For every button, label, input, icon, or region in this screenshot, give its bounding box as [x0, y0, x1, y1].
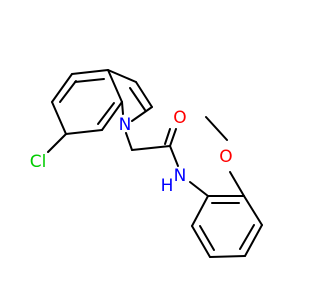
bond [107, 69, 123, 103]
bond [131, 106, 153, 122]
bond [51, 73, 73, 103]
bond [121, 101, 124, 115]
benzo-ring [51, 69, 123, 135]
bond [209, 255, 246, 258]
bond [169, 128, 177, 147]
acetamide-linker [125, 128, 179, 167]
methoxyphenyl-ring [191, 195, 263, 258]
pyrrole-ring [107, 69, 153, 122]
bond [169, 145, 179, 167]
carbonyl-oxygen-label: O [173, 108, 186, 128]
bond [191, 225, 211, 258]
indole-nitrogen-label: N [119, 115, 132, 135]
bond [125, 132, 133, 151]
amide-hydrogen-label: H [161, 176, 174, 196]
chlorine-atom-label: Cl [30, 152, 47, 172]
bond [97, 102, 115, 125]
amide-nitrogen-label: N [174, 166, 187, 186]
bond [164, 128, 171, 145]
molecule-canvas: Cl N O N H O [30, 69, 263, 258]
bond [191, 195, 209, 227]
bond [51, 101, 67, 135]
bond [59, 80, 77, 103]
bond [244, 224, 263, 257]
structure-diagram: Cl N O N H O [30, 69, 263, 258]
bond [239, 224, 255, 250]
bond [243, 195, 263, 226]
bond [131, 145, 171, 151]
bond [71, 69, 109, 75]
bond [129, 87, 146, 111]
bond [199, 225, 215, 251]
bond [65, 129, 103, 135]
bond [189, 181, 209, 197]
bond [101, 101, 123, 131]
methoxy-oxygen-label: O [219, 147, 232, 167]
bond [229, 171, 245, 197]
bond [205, 116, 228, 141]
bond [74, 78, 105, 83]
bond [135, 81, 153, 108]
methoxy-group [205, 116, 245, 197]
bond [107, 69, 137, 83]
bond [47, 133, 67, 153]
